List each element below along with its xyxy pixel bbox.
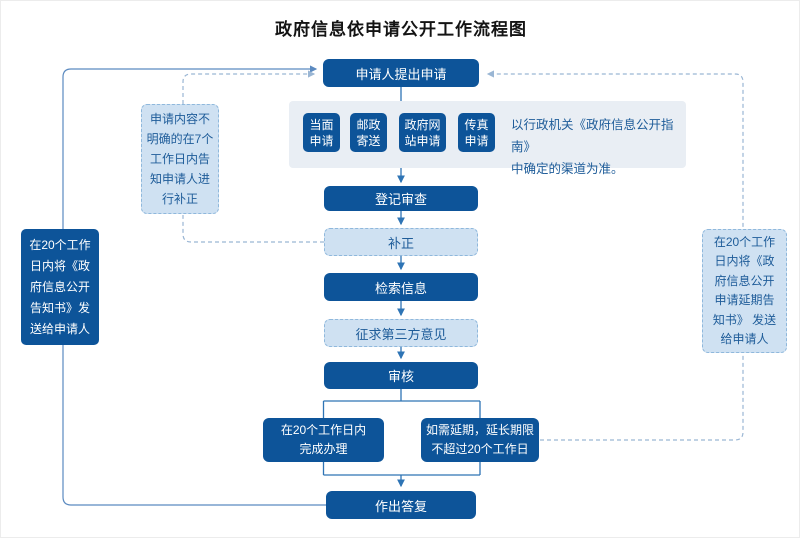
note-disclosure-notice: 在20个工作 日内将《政 府信息公开 告知书》发 送给申请人: [21, 229, 99, 345]
node-channel-mail: 邮政 寄送: [350, 113, 387, 152]
page-title: 政府信息依申请公开工作流程图: [275, 20, 527, 39]
node-make-reply: 作出答复: [326, 491, 476, 519]
node-apply: 申请人提出申请: [323, 59, 479, 87]
node-register-review: 登记审查: [324, 186, 478, 211]
node-third-party-opinion: 征求第三方意见: [324, 319, 478, 347]
node-channel-in-person: 当面 申请: [303, 113, 340, 152]
note-supplement-within-7-days: 申请内容不 明确的在7个 工作日内告 知申请人进 行补正: [141, 104, 219, 214]
node-review: 审核: [324, 362, 478, 389]
dashed-loop-lines: [182, 70, 744, 441]
node-complete-in-20-days: 在20个工作日内 完成办理: [263, 418, 384, 462]
node-channel-fax: 传真 申请: [458, 113, 495, 152]
node-extension: 如需延期，延长期限 不超过20个工作日: [421, 418, 539, 462]
node-channel-website: 政府网 站申请: [399, 113, 446, 152]
node-supplement: 补正: [324, 228, 478, 256]
channel-rule-note: 以行政机关《政府信息公开指南》 中确定的渠道为准。: [511, 118, 674, 176]
note-extension-notice: 在20个工作 日内将《政 府信息公开 申请延期告 知书》 发送 给申请人: [702, 229, 787, 353]
node-search-info: 检索信息: [324, 273, 478, 301]
